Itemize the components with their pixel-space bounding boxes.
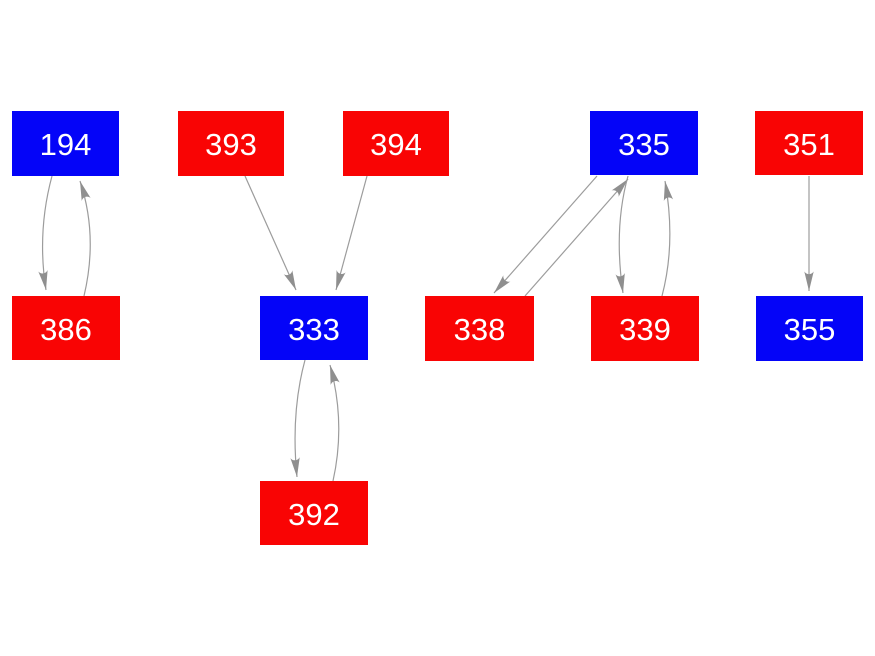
node-335: 335 [590,111,698,175]
node-392: 392 [260,481,368,545]
edges-group [38,175,814,482]
node-338: 338 [425,296,534,361]
edge-392-to-333 [329,364,340,482]
node-339: 339 [591,296,699,361]
edge-335-to-339 [615,175,629,294]
edge-386-to-194 [79,180,91,297]
edge-194-to-386 [38,175,53,291]
edge-394-to-333 [335,175,368,291]
edge-393-to-333 [244,175,297,291]
node-394: 394 [343,111,449,176]
edge-338-to-335 [524,178,629,297]
node-194: 194 [12,111,119,176]
node-355: 355 [756,296,863,361]
node-393: 393 [178,111,284,176]
node-351: 351 [755,111,863,175]
edge-333-to-392 [290,359,306,478]
edge-335-to-338 [493,175,598,294]
node-386: 386 [12,296,120,360]
node-333: 333 [260,296,368,360]
edge-339-to-335 [661,180,674,297]
